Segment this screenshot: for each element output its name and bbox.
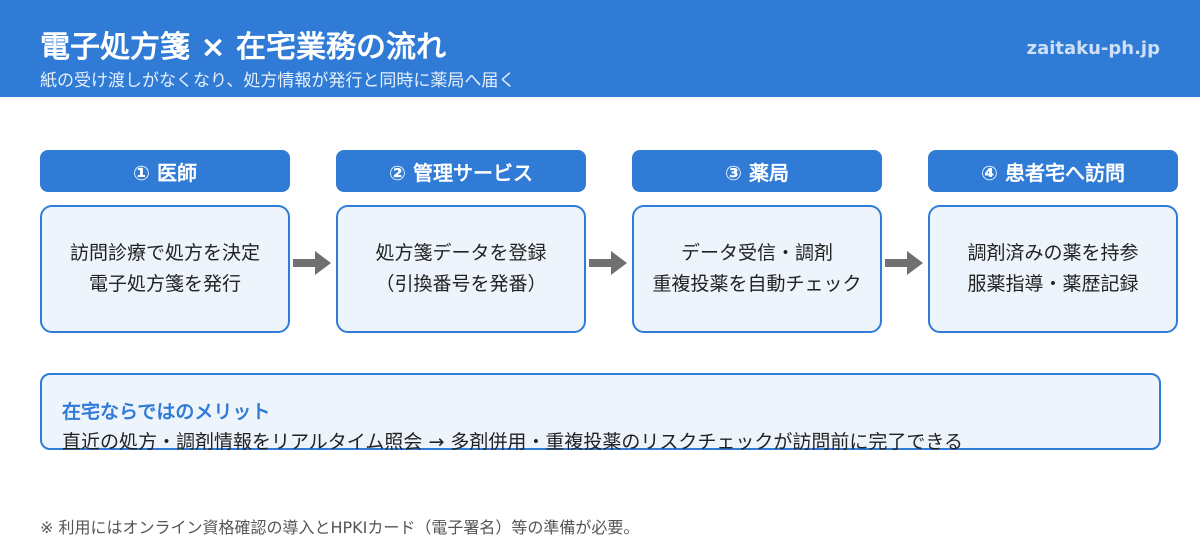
page-subtitle: 紙の受け渡しがなくなり、処方情報が発行と同時に薬局へ届く bbox=[40, 71, 516, 91]
step-label-doctor: ① 医師 bbox=[40, 150, 290, 192]
step-text-line: 重複投薬を自動チェック bbox=[652, 273, 862, 295]
step-text-line: （引換番号を発番） bbox=[375, 273, 547, 295]
site-domain: zaitaku-ph.jp bbox=[1026, 38, 1160, 59]
step-box-home-visit: 調剤済みの薬を持参 服薬指導・薬歴記録 bbox=[928, 205, 1178, 333]
step-text-line: 処方箋データを登録 bbox=[375, 242, 547, 264]
step-text-line: 服薬指導・薬歴記録 bbox=[967, 273, 1139, 295]
merit-box: 在宅ならではのメリット 直近の処方・調剤情報をリアルタイム照会 → 多剤併用・重… bbox=[40, 373, 1161, 453]
merit-text: 直近の処方・調剤情報をリアルタイム照会 → 多剤併用・重複投薬のリスクチェックが… bbox=[62, 431, 964, 453]
arrow-right-icon bbox=[589, 251, 627, 275]
arrow-right-icon bbox=[885, 251, 923, 275]
step-text-line: 調剤済みの薬を持参 bbox=[967, 242, 1139, 264]
header-bar: 電子処方箋 × 在宅業務の流れ 紙の受け渡しがなくなり、処方情報が発行と同時に薬… bbox=[0, 0, 1200, 97]
step-box-management-service: 処方箋データを登録 （引換番号を発番） bbox=[336, 205, 586, 333]
step-box-pharmacy: データ受信・調剤 重複投薬を自動チェック bbox=[632, 205, 882, 333]
step-label-pharmacy: ③ 薬局 bbox=[632, 150, 882, 192]
step-text-line: 電子処方箋を発行 bbox=[88, 273, 241, 295]
step-label-management-service: ② 管理サービス bbox=[336, 150, 586, 192]
page-title: 電子処方箋 × 在宅業務の流れ bbox=[40, 30, 447, 65]
step-box-doctor: 訪問診療で処方を決定 電子処方箋を発行 bbox=[40, 205, 290, 333]
footnote: ※ 利用にはオンライン資格確認の導入とHPKIカード（電子署名）等の準備が必要。 bbox=[40, 518, 640, 537]
step-text-line: 訪問診療で処方を決定 bbox=[69, 242, 260, 264]
step-label-home-visit: ④ 患者宅へ訪問 bbox=[928, 150, 1178, 192]
merit-title: 在宅ならではのメリット bbox=[62, 401, 271, 423]
step-text-line: データ受信・調剤 bbox=[680, 242, 833, 264]
arrow-right-icon bbox=[293, 251, 331, 275]
